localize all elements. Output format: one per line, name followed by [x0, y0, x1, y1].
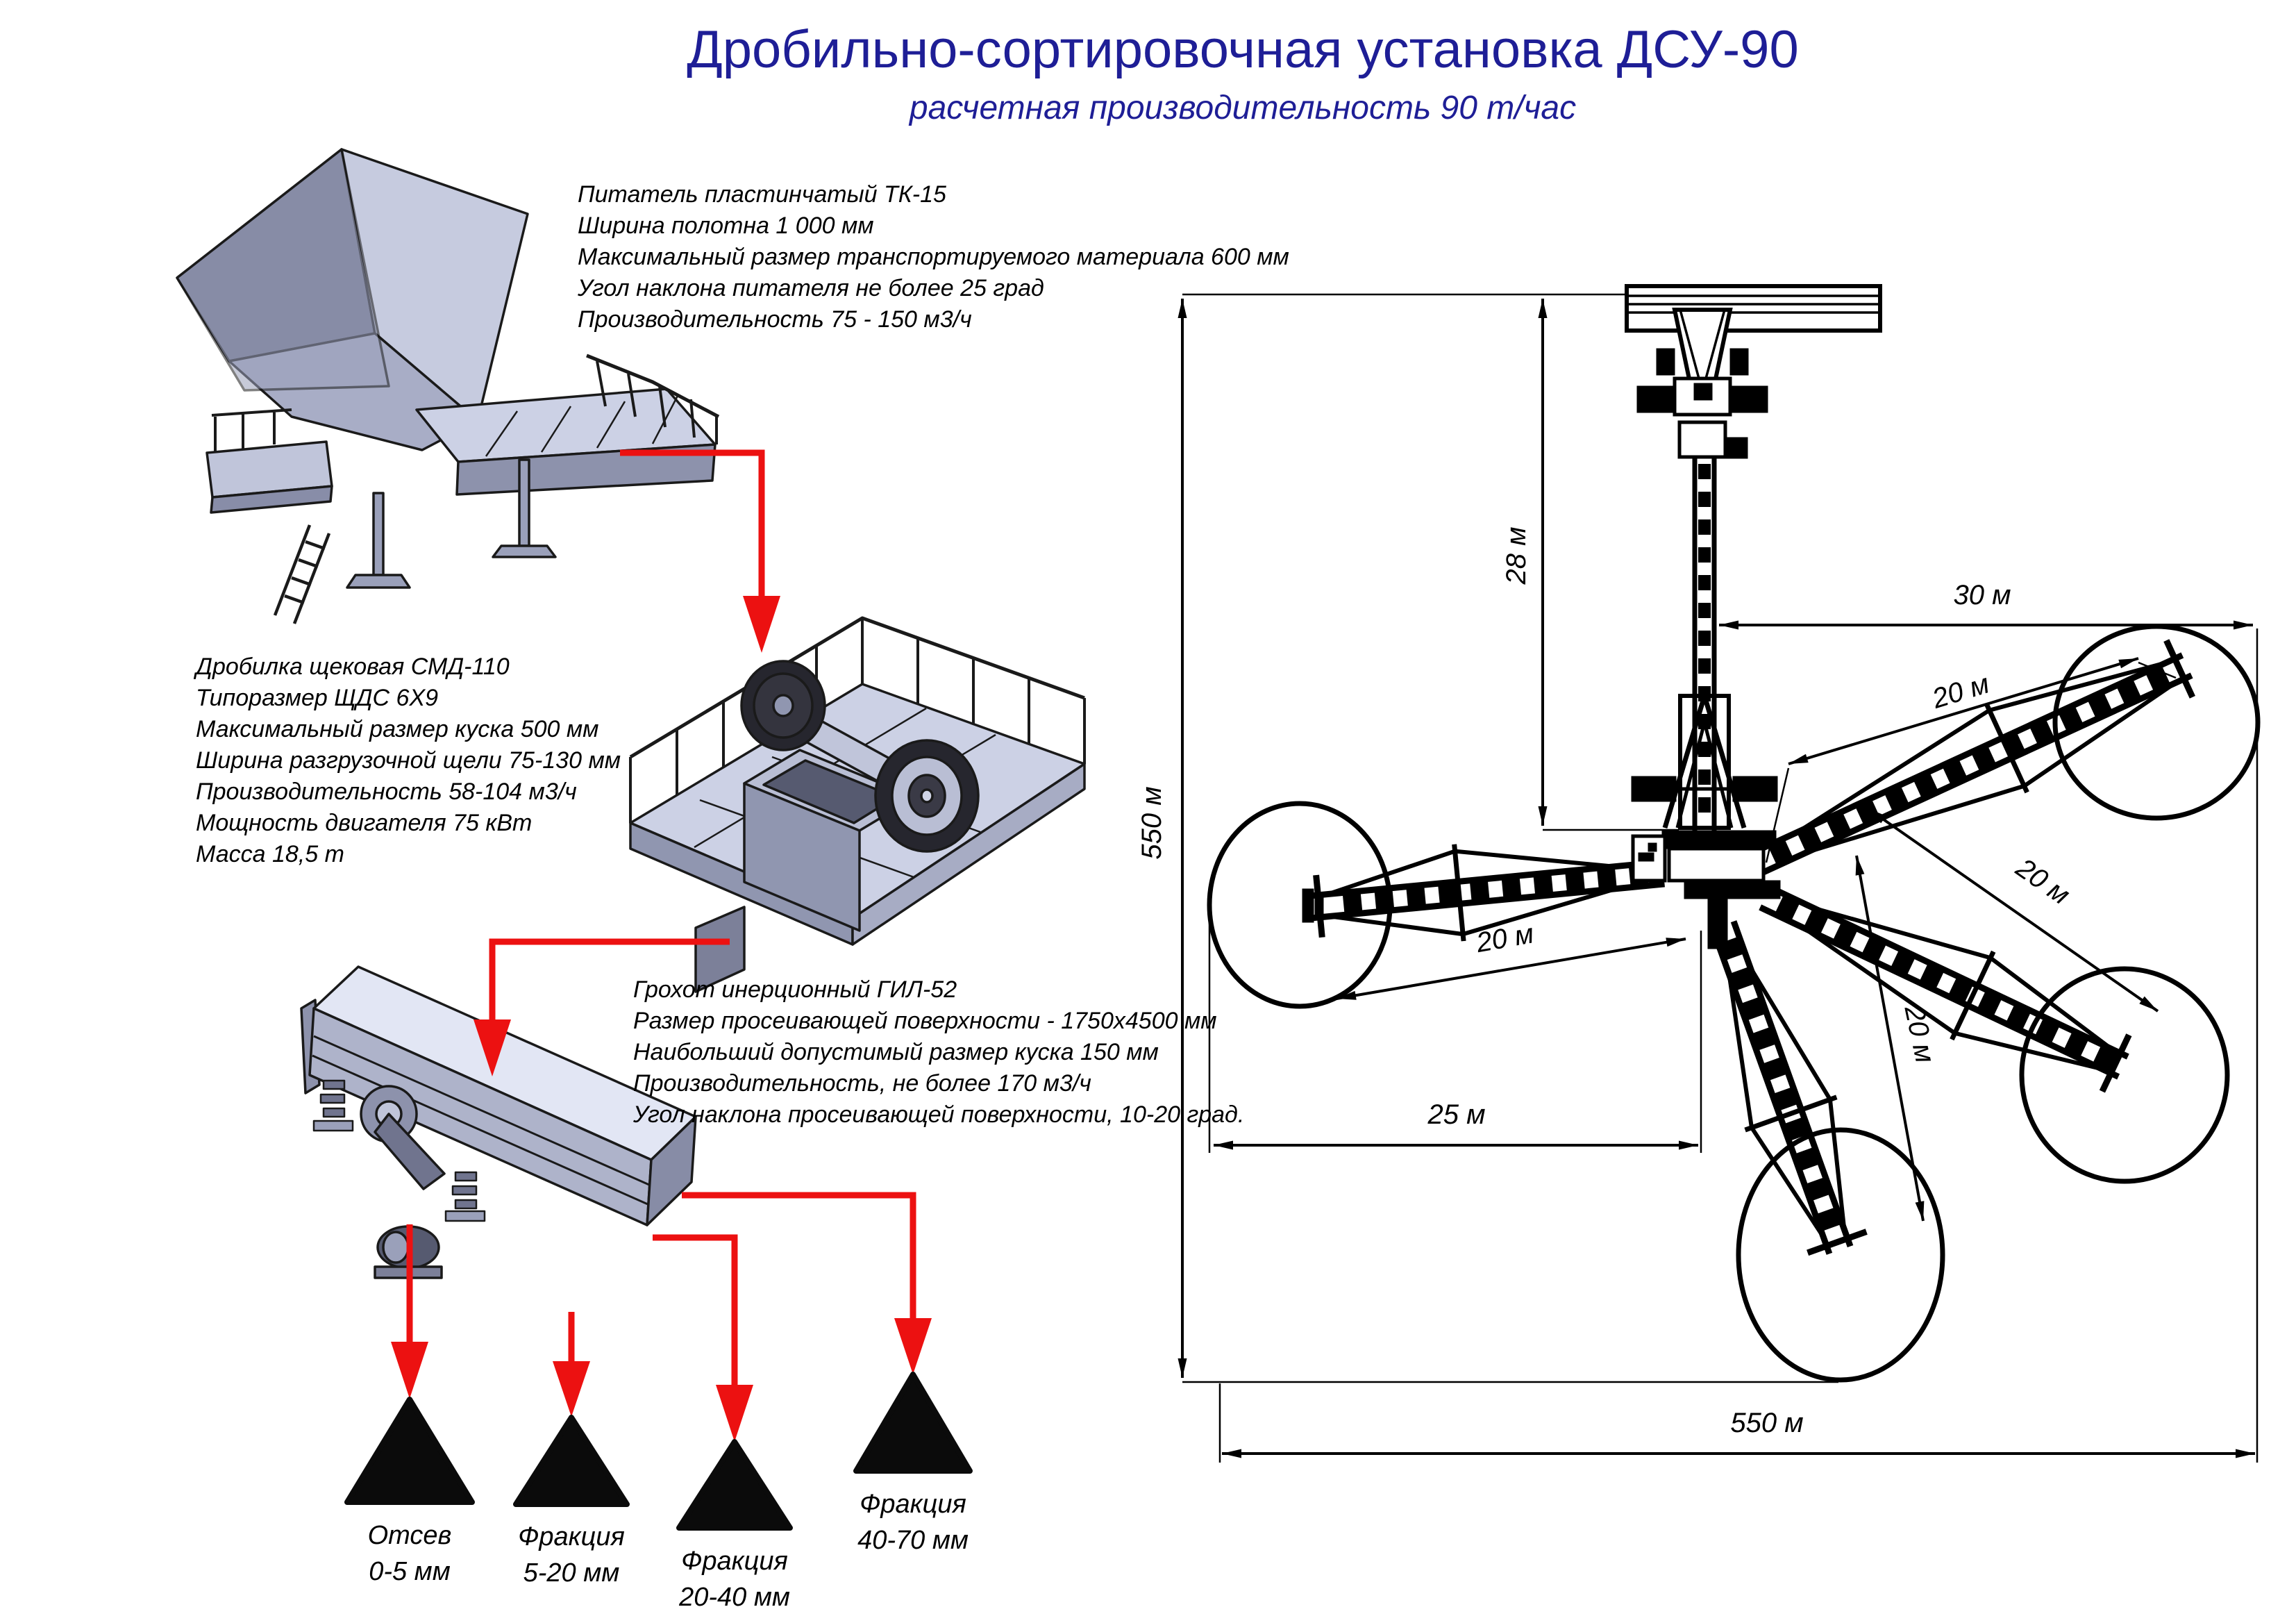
crusher-specs: Дробилка щековая СМД-110 Типоразмер ЩДС …: [196, 651, 621, 870]
output-label-1: Отсев 0-5 мм: [368, 1517, 452, 1590]
output-name: Фракция: [681, 1547, 788, 1576]
spec-line: Масса 18,5 т: [196, 841, 344, 867]
flow-arrow-screen-to-pile-1: [391, 1224, 428, 1399]
spec-line: Наибольший допустимый размер куска 150 м…: [633, 1039, 1159, 1065]
stockpile-triangle: [344, 1397, 475, 1505]
stockpile-triangle: [853, 1372, 973, 1474]
output-label-3: Фракция 20-40 мм: [679, 1543, 790, 1615]
output-name: Отсев: [367, 1521, 452, 1550]
spec-line: Питатель пластинчатый ТК-15: [578, 181, 946, 208]
spec-line: Производительность 75 - 150 м3/ч: [578, 306, 972, 333]
stockpiles: [344, 1372, 973, 1531]
spec-line: Максимальный размер куска 500 мм: [196, 716, 599, 742]
stockpile-triangle: [676, 1439, 793, 1531]
spec-line: Угол наклона питателя не более 25 град: [578, 275, 1044, 301]
spec-line: Ширина разгрузочной щели 75-130 мм: [196, 747, 621, 774]
plan-view: 550 м 28 м 30 м 20 м 20 м 20 м 20 м 25 м…: [1137, 284, 2261, 1463]
output-size: 20-40 мм: [679, 1583, 790, 1612]
spec-line: Угол наклона просеивающей поверхности, 1…: [633, 1101, 1245, 1128]
plan-mast: [1625, 284, 1882, 831]
spec-line: Максимальный размер транспортируемого ма…: [578, 244, 1289, 270]
dim-label-top-right: 30 м: [1953, 580, 2011, 610]
dim-label-site-width: 550 м: [1730, 1408, 1803, 1438]
output-size: 40-70 мм: [857, 1526, 969, 1555]
output-name: Фракция: [518, 1522, 625, 1551]
flow-arrow-screen-to-pile-2: [553, 1312, 590, 1417]
feeder-specs: Питатель пластинчатый ТК-15 Ширина полот…: [578, 179, 1289, 335]
flow-arrows: [391, 449, 932, 1442]
dim-label-site-height: 550 м: [1137, 786, 1167, 859]
stockpile-triangle: [513, 1415, 630, 1507]
screen-specs: Грохот инерционный ГИЛ-52 Размер просеив…: [633, 974, 1244, 1130]
output-size: 5-20 мм: [523, 1558, 620, 1588]
flow-arrow-crusher-to-screen: [474, 938, 730, 1076]
output-size: 0-5 мм: [369, 1557, 451, 1586]
plan-dimensions: [1178, 293, 2259, 1463]
spec-line: Типоразмер ЩДС 6Х9: [196, 685, 439, 711]
flow-arrow-screen-to-pile-4: [682, 1192, 932, 1374]
dim-label-bottom-conveyor: 20 м: [1898, 1002, 1941, 1065]
dim-label-offset-left: 25 м: [1427, 1099, 1485, 1130]
page-title: Дробильно-сортировочная установка ДСУ-90: [687, 20, 1799, 79]
plan-hub: [1302, 830, 1781, 949]
page-subtitle: расчетная производительность 90 т/час: [909, 90, 1577, 126]
dim-label-right-conveyor: 20 м: [2010, 852, 2075, 910]
spec-line: Размер просеивающей поверхности - 1750х4…: [633, 1008, 1217, 1034]
output-label-4: Фракция 40-70 мм: [857, 1486, 969, 1558]
spec-line: Мощность двигателя 75 кВт: [196, 810, 533, 836]
spec-line: Производительность 58-104 м3/ч: [196, 779, 577, 805]
spec-line: Ширина полотна 1 000 мм: [578, 213, 874, 239]
output-name: Фракция: [860, 1490, 966, 1519]
spec-line: Дробилка щековая СМД-110: [196, 654, 510, 680]
crusher-illustration: [629, 616, 1086, 993]
dim-label-mast-height: 28 м: [1501, 526, 1532, 585]
flow-arrow-screen-to-pile-3: [653, 1234, 753, 1442]
spec-line: Грохот инерционный ГИЛ-52: [633, 976, 957, 1003]
output-label-2: Фракция 5-20 мм: [518, 1519, 625, 1591]
feeder-illustration: [176, 148, 720, 624]
spec-line: Производительность, не более 170 м3/ч: [633, 1070, 1091, 1097]
dim-label-upper-right-conveyor: 20 м: [1928, 668, 1993, 715]
dim-label-left-conveyor: 20 м: [1473, 918, 1536, 958]
flow-arrow-feeder-to-crusher: [620, 449, 780, 653]
plan-conveyors: [1309, 639, 2195, 1256]
